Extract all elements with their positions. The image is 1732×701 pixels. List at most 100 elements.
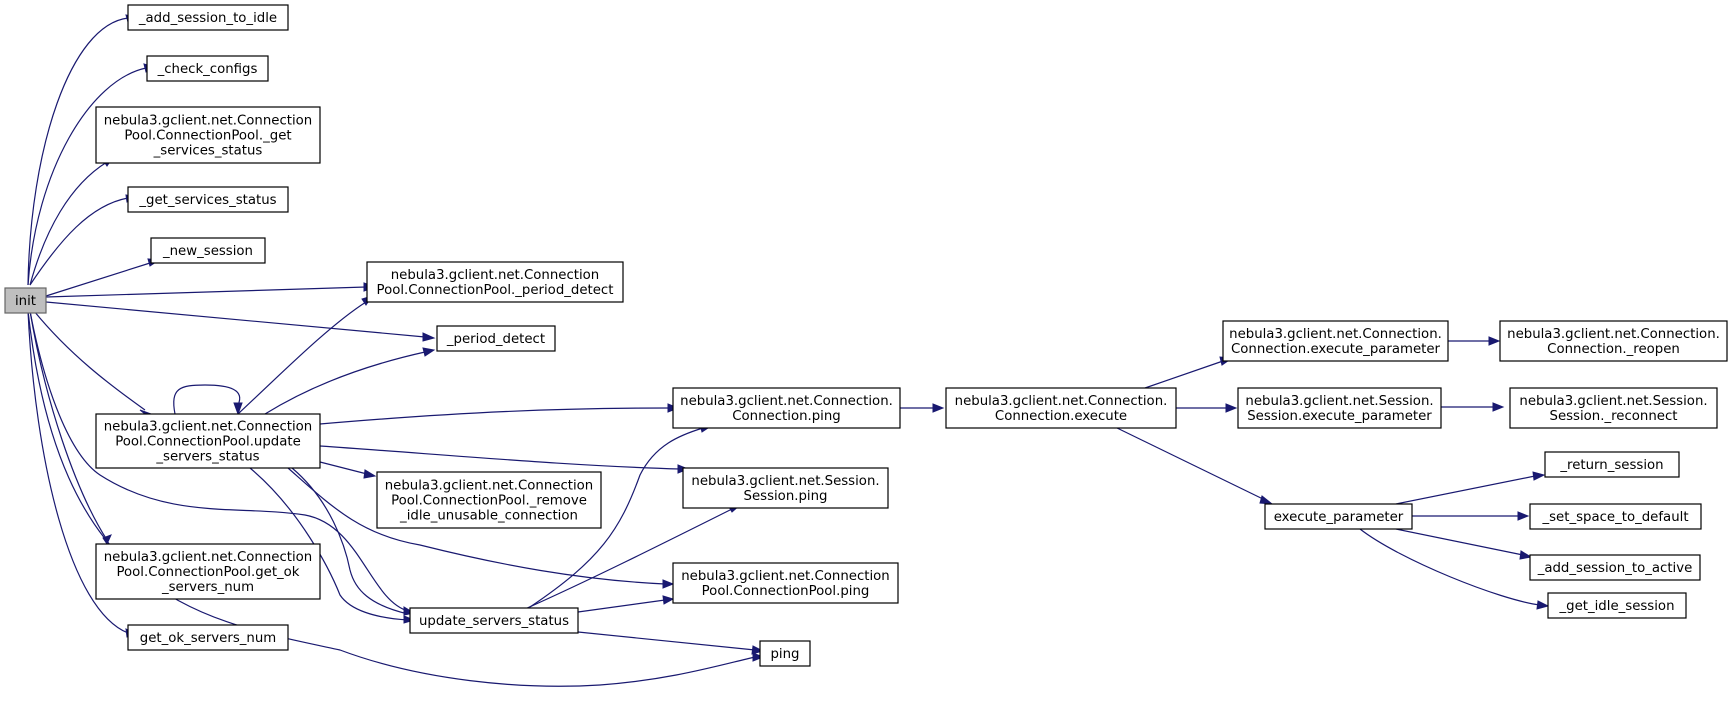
arrowhead-ping-from-init — [752, 652, 765, 662]
node-box[interactable] — [146, 55, 269, 82]
node-label-line: update_servers_status — [419, 614, 569, 629]
node-label-line: _period_detect — [446, 332, 545, 347]
arrowhead-cp-ping-from-update — [662, 579, 675, 589]
arrowhead-ping-from-update-servers — [751, 645, 765, 655]
node-init[interactable]: init — [4, 287, 47, 314]
node-label-line: Session.ping — [744, 489, 828, 504]
arrowhead-cp-update-self-loop — [233, 402, 243, 416]
node-label-line: nebula3.gclient.net.Connection — [104, 114, 312, 129]
node-get-idle-session[interactable]: _get_idle_session — [1547, 592, 1687, 619]
node-box[interactable] — [1237, 387, 1442, 429]
node-return-session[interactable]: _return_session — [1544, 451, 1680, 478]
node-sess-execute-parameter[interactable]: nebula3.gclient.net.Session.Session.exec… — [1237, 387, 1442, 429]
node-check-configs[interactable]: _check_configs — [146, 55, 269, 82]
edge-init-cp-update-servers-status — [33, 310, 146, 411]
node-cp-period-detect[interactable]: nebula3.gclient.net.ConnectionPool.Conne… — [366, 261, 624, 303]
node-box[interactable] — [672, 387, 901, 429]
edge-init-cp-get-services-status — [29, 161, 108, 286]
edge-cp-update-cp-period-detect — [237, 301, 367, 415]
node-label-line: init — [15, 294, 36, 309]
node-get-services-status[interactable]: _get_services_status — [127, 186, 289, 213]
node-box[interactable] — [1509, 387, 1718, 429]
node-set-space-to-default[interactable]: _set_space_to_default — [1529, 503, 1702, 530]
node-conn-execute-parameter[interactable]: nebula3.gclient.net.Connection.Connectio… — [1222, 320, 1449, 362]
node-add-session-to-idle[interactable]: _add_session_to_idle — [127, 4, 289, 31]
node-label-line: _get_idle_session — [1558, 599, 1674, 614]
node-box[interactable] — [436, 325, 556, 352]
edge-init-period-detect — [45, 301, 426, 338]
node-box[interactable] — [95, 106, 321, 164]
node-box[interactable] — [759, 640, 811, 667]
node-label-line: nebula3.gclient.net.Session. — [1245, 394, 1433, 409]
node-cp-remove-idle[interactable]: nebula3.gclient.net.ConnectionPool.Conne… — [376, 471, 602, 529]
node-box[interactable] — [4, 287, 47, 314]
node-label-line: Session.execute_parameter — [1247, 409, 1432, 424]
node-conn-execute[interactable]: nebula3.gclient.net.Connection.Connectio… — [945, 387, 1177, 429]
node-box[interactable] — [1544, 451, 1680, 478]
node-label-line: nebula3.gclient.net.Connection — [104, 420, 312, 435]
node-box[interactable] — [1264, 503, 1413, 530]
node-execute-parameter[interactable]: execute_parameter — [1264, 503, 1413, 530]
node-sess-reconnect[interactable]: nebula3.gclient.net.Session.Session._rec… — [1509, 387, 1718, 429]
node-cp-get-ok-servers-num[interactable]: nebula3.gclient.net.ConnectionPool.Conne… — [95, 543, 321, 600]
node-box[interactable] — [1547, 592, 1687, 619]
arrowhead-execute-parameter — [1259, 495, 1274, 505]
node-label-line: _check_configs — [157, 62, 258, 77]
node-box[interactable] — [95, 543, 321, 600]
arrowhead-update-servers-status-from-cp-update — [403, 615, 416, 624]
node-box[interactable] — [1499, 320, 1728, 362]
node-box[interactable] — [1222, 320, 1449, 362]
node-period-detect[interactable]: _period_detect — [436, 325, 556, 352]
arrowhead-add-session-to-active — [1519, 550, 1533, 560]
node-conn-reopen[interactable]: nebula3.gclient.net.Connection.Connectio… — [1499, 320, 1728, 362]
node-label-line: execute_parameter — [1274, 510, 1404, 525]
node-box[interactable] — [127, 186, 289, 213]
node-sess-ping[interactable]: nebula3.gclient.net.Session.Session.ping — [682, 467, 889, 509]
edge-execute-parameter-return-session — [1395, 475, 1536, 505]
node-ping[interactable]: ping — [759, 640, 811, 667]
edge-cp-update-update-servers-status-2 — [249, 467, 409, 621]
node-label-line: nebula3.gclient.net.Connection. — [1229, 327, 1442, 342]
node-label-line: Pool.ConnectionPool._get — [124, 129, 291, 144]
node-label-line: nebula3.gclient.net.Connection — [104, 550, 312, 565]
node-label-line: nebula3.gclient.net.Connection. — [955, 394, 1168, 409]
node-add-session-to-active[interactable]: _add_session_to_active — [1529, 554, 1701, 581]
node-box[interactable] — [1529, 503, 1702, 530]
node-label-line: _new_session — [162, 244, 253, 259]
node-box[interactable] — [945, 387, 1177, 429]
arrowhead-cp-remove-idle — [363, 469, 377, 479]
node-box[interactable] — [150, 237, 266, 264]
edge-init-cp-period-detect — [45, 286, 367, 298]
edge-init-check-configs — [27, 67, 147, 286]
node-label-line: nebula3.gclient.net.Connection. — [680, 394, 893, 409]
node-label-line: Session._reconnect — [1550, 409, 1678, 424]
arrowhead-get-idle-session — [1536, 600, 1550, 610]
arrowhead-conn-execute — [932, 403, 945, 413]
node-box[interactable] — [672, 562, 899, 604]
node-conn-ping[interactable]: nebula3.gclient.net.Connection.Connectio… — [672, 387, 901, 429]
node-label-line: _servers_num — [161, 580, 254, 595]
node-get-ok-servers-num[interactable]: get_ok_servers_num — [127, 624, 289, 651]
node-box[interactable] — [682, 467, 889, 509]
arrowhead-cp-update-from-init — [139, 409, 152, 415]
node-update-servers-status[interactable]: update_servers_status — [409, 607, 579, 634]
node-box[interactable] — [1529, 554, 1701, 581]
node-new-session[interactable]: _new_session — [150, 237, 266, 264]
arrowhead-sess-reconnect — [1492, 402, 1505, 412]
arrowhead-period-detect — [422, 332, 436, 342]
node-box[interactable] — [95, 413, 321, 469]
node-label-line: nebula3.gclient.net.Connection. — [1507, 327, 1720, 342]
node-cp-get-services-status[interactable]: nebula3.gclient.net.ConnectionPool.Conne… — [95, 106, 321, 164]
node-box[interactable] — [376, 471, 602, 529]
edge-conn-execute-execute-parameter — [1114, 426, 1266, 501]
node-box[interactable] — [366, 261, 624, 303]
node-box[interactable] — [409, 607, 579, 634]
node-cp-ping[interactable]: nebula3.gclient.net.ConnectionPool.Conne… — [672, 562, 899, 604]
node-label-line: Connection.ping — [732, 409, 840, 424]
edge-init-add-session-to-idle — [27, 17, 129, 286]
node-cp-update-servers-status[interactable]: nebula3.gclient.net.ConnectionPool.Conne… — [95, 413, 321, 469]
arrowhead-set-space-to-default — [1517, 511, 1530, 521]
node-box[interactable] — [127, 624, 289, 651]
node-box[interactable] — [127, 4, 289, 31]
